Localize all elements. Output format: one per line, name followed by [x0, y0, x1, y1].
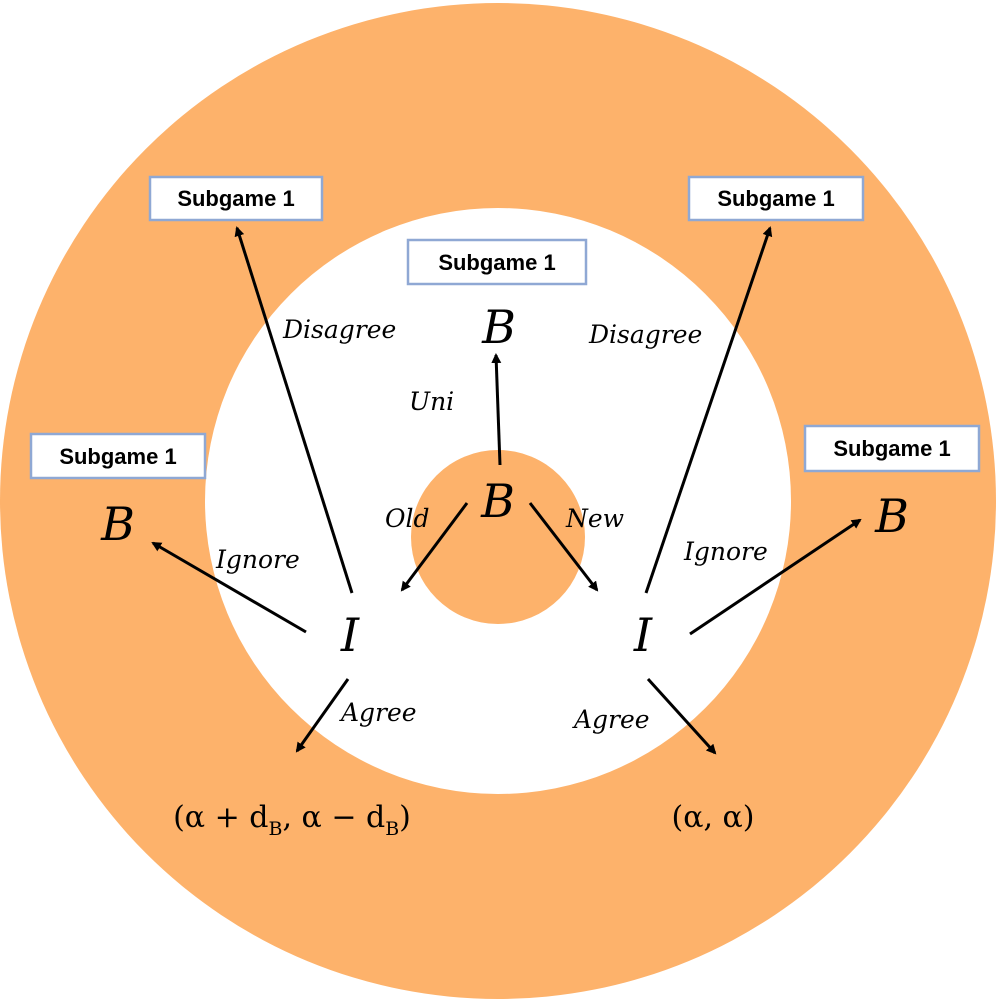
arrow-uni — [491, 353, 502, 466]
arrow-right-agree — [646, 677, 717, 755]
subgame-label: Subgame 1 — [177, 186, 294, 211]
node-left-ignore-b: B — [100, 497, 135, 551]
arrow-right-ignore — [689, 518, 862, 636]
edge-label-left-agree: Agree — [339, 698, 417, 727]
payoff-left-close: ) — [399, 800, 411, 835]
edge-label-old: Old — [385, 504, 430, 533]
node-right-i: I — [633, 608, 653, 662]
subgame-box-top-left: Subgame 1 — [148, 175, 324, 222]
subgame-label: Subgame 1 — [717, 186, 834, 211]
subgame-label: Subgame 1 — [59, 444, 176, 469]
subgame-box-top-right: Subgame 1 — [687, 175, 865, 222]
payoff-left: (α + dB, α − dB) — [173, 800, 411, 840]
edge-label-right-ignore: Ignore — [683, 537, 768, 566]
arrow-left-agree — [295, 678, 350, 753]
payoff-right: (α, α) — [672, 800, 755, 835]
edge-label-left-ignore: Ignore — [215, 545, 300, 574]
subgame-box-top-center: Subgame 1 — [406, 238, 588, 286]
edge-label-new: New — [565, 504, 624, 533]
payoff-left-sub1: B — [268, 818, 282, 840]
payoff-left-mid: , α − d — [282, 800, 385, 835]
center-disc — [411, 450, 585, 624]
payoff-left-sub2: B — [385, 818, 399, 840]
subgame-label: Subgame 1 — [438, 250, 555, 275]
subgame-box-mid-left: Subgame 1 — [29, 432, 207, 480]
edge-label-right-agree: Agree — [572, 705, 650, 734]
node-right-ignore-b: B — [874, 489, 909, 543]
arrow-old — [400, 502, 469, 592]
node-center-b: B — [480, 474, 515, 528]
arrow-right-disagree — [644, 226, 773, 594]
subgame-label: Subgame 1 — [833, 436, 950, 461]
edge-label-uni: Uni — [409, 387, 454, 416]
node-left-i: I — [340, 608, 360, 662]
edge-label-right-disagree: Disagree — [588, 320, 702, 349]
edge-label-left-disagree: Disagree — [282, 315, 396, 344]
arrow-new — [528, 502, 599, 592]
arrow-left-ignore — [151, 541, 307, 634]
payoff-left-open: (α + d — [173, 800, 268, 835]
node-uni-target-b: B — [481, 300, 516, 354]
subgame-box-mid-right: Subgame 1 — [803, 424, 981, 473]
arrow-left-disagree — [234, 226, 354, 594]
